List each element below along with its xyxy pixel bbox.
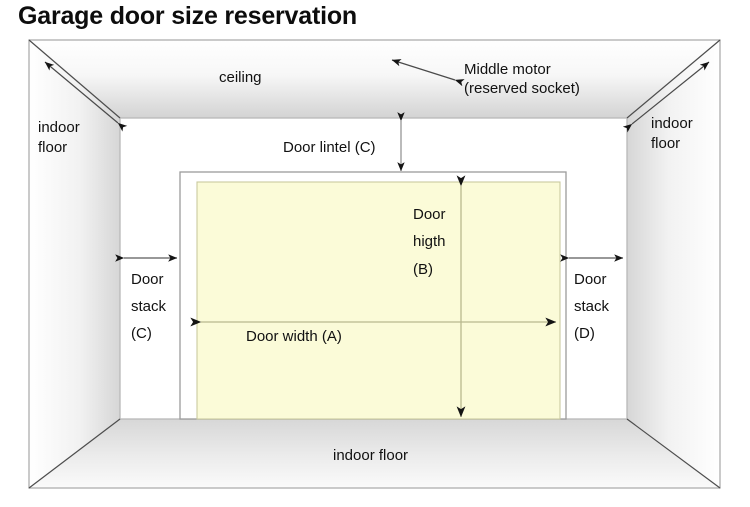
indoor-floor-right-label-line2: floor [651,135,681,152]
page-title: Garage door size reservation [18,2,357,30]
indoor-floor-left-pointer-arrow [44,61,128,132]
door-lintel-label: Door lintel (C) [283,139,376,156]
door-height-label-line3: (B) [413,261,433,278]
door-width-label: Door width (A) [246,328,342,345]
indoor-floor-left-label-line1: indoor [38,119,80,136]
door-stack-left-label-line3: (C) [131,325,152,342]
ceiling-plane [29,40,720,118]
corner-line-bottom-left [28,418,121,489]
indoor-floor-left-label-line2: floor [38,139,68,156]
indoor-floor-right-label-line1: indoor [651,115,693,132]
door-stack-left-label-line2: stack [131,298,167,315]
middle-motor-label-line2: (reserved socket) [464,80,580,97]
door-stack-right-label-line2: stack [574,298,610,315]
indoor-floor-bottom-label: indoor floor [333,447,409,464]
middle-motor-label-line1: Middle motor [464,61,551,78]
middle-motor-pointer-arrow [391,59,465,87]
door-stack-right-label-line3: (D) [574,325,595,342]
door-stack-right-label-line1: Door [574,271,607,288]
ceiling-label: ceiling [219,69,262,86]
right-wall-plane [627,40,720,488]
corner-line-bottom-right [626,418,721,489]
door-height-label-line2: higth [413,233,446,250]
left-wall-plane [29,40,120,488]
indoor-floor-right-pointer-arrow [622,61,710,133]
floor-plane [29,419,720,488]
dimension-arrows [44,59,710,418]
door-stack-left-label-line1: Door [131,271,164,288]
door-assembly [179,171,567,420]
room-outer-border [28,39,721,489]
door-height-label-line1: Door [413,206,446,223]
door-panel [196,181,561,420]
